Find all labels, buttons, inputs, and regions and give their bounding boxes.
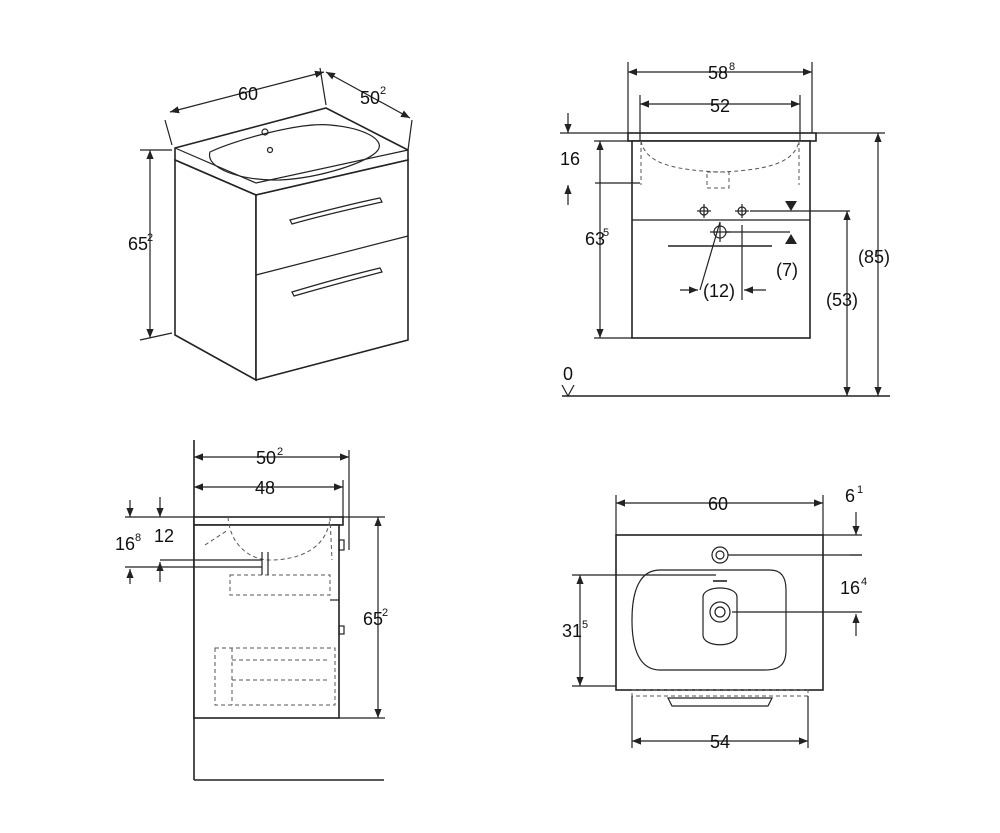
side-cabinet [193, 524, 340, 719]
side-height-label: 65 [363, 609, 383, 629]
iso-drawer-divider [255, 235, 409, 276]
iso-depth-extension [407, 119, 413, 151]
front-total-height-label: (85) [858, 247, 890, 267]
side-outer-depth-label: 50 [256, 448, 276, 468]
front-outer-width-sup: 8 [729, 61, 735, 73]
front-countertop [627, 132, 817, 142]
front-basin-hidden [640, 140, 800, 173]
front-inner-width-label: 52 [710, 96, 730, 116]
iso-width-label: 60 [238, 84, 258, 104]
iso-depth-dim-line [325, 71, 411, 119]
top-handle [667, 697, 773, 707]
top-view: 60 6 1 16 4 31 5 54 [562, 484, 867, 752]
front-trap-width-label: (12) [703, 281, 735, 301]
top-cab-width-label: 54 [710, 732, 730, 752]
front-trap-arrow-down [785, 201, 797, 211]
side-inner-depth-label: 48 [255, 478, 275, 498]
iso-height-sup: 2 [147, 232, 153, 244]
front-cabinet-height-label: 63 [585, 229, 605, 249]
front-floor-symbol [561, 384, 575, 398]
side-top-thickness-label: 12 [154, 526, 174, 546]
side-basin-hidden [227, 516, 331, 561]
top-drain-offset-sup: 4 [861, 576, 867, 588]
iso-width-extension-left [164, 119, 173, 146]
top-drain-inner [714, 606, 726, 618]
front-water-connection-left [697, 204, 711, 218]
top-drain-offset-label: 16 [840, 578, 860, 598]
side-bowl-depth-label: 16 [115, 534, 135, 554]
front-siphon-hidden [706, 171, 730, 189]
top-tap-offset-sup: 1 [857, 484, 863, 496]
side-bowl-depth-sup: 8 [135, 532, 141, 544]
side-handle-top [338, 539, 345, 551]
front-drain-height-label: (53) [826, 290, 858, 310]
front-drain-axis [699, 221, 721, 291]
top-tap-hole-inner [715, 550, 725, 560]
front-trap-height-label: (7) [776, 260, 798, 280]
iso-countertop-edge [174, 147, 409, 184]
front-basin-sides [640, 141, 800, 185]
top-depth-sup: 5 [582, 619, 588, 631]
iso-height-label: 65 [128, 234, 148, 254]
top-cabinet-hidden [631, 689, 809, 697]
iso-depth-sup: 2 [380, 85, 386, 97]
top-width-label: 60 [708, 494, 728, 514]
side-handle-bottom [338, 625, 345, 635]
top-tap-offset-label: 6 [845, 486, 855, 506]
top-basin-bowl [631, 569, 787, 671]
side-countertop [193, 516, 344, 526]
iso-width-dim-line [169, 70, 325, 114]
front-floor-label: 0 [563, 364, 573, 384]
front-cabinet [631, 140, 811, 339]
iso-cabinet-side [174, 158, 257, 382]
front-top-offset-label: 16 [560, 149, 580, 169]
front-trap-arrow-up [785, 234, 797, 244]
iso-drawer-bottom-handle [291, 267, 383, 297]
front-outer-width-label: 58 [708, 63, 728, 83]
side-drawer-hidden-2 [231, 648, 330, 705]
side-height-sup: 2 [382, 607, 388, 619]
iso-width-extension-right [319, 67, 327, 106]
iso-height-ext-bottom [139, 332, 173, 341]
front-view: 0 58 8 [560, 61, 890, 398]
top-drain-outer [709, 601, 731, 623]
iso-tap-hole [261, 128, 269, 136]
front-water-connection-right [735, 204, 749, 218]
side-basin-sides [204, 516, 333, 561]
iso-drawer-top-handle [289, 197, 383, 225]
side-view: 50 2 48 12 16 8 65 2 [115, 440, 388, 781]
iso-depth-label: 50 [360, 88, 380, 108]
side-drawer-hidden [214, 647, 336, 706]
iso-cabinet-front [255, 158, 409, 382]
front-cabinet-height-sup: 5 [603, 227, 609, 239]
top-overflow [702, 587, 738, 646]
top-depth-label: 31 [562, 621, 582, 641]
isometric-view: 60 50 2 65 2 [128, 67, 413, 382]
side-siphon-hidden [229, 574, 331, 596]
iso-drain [266, 146, 274, 154]
iso-basin-bowl [209, 124, 380, 181]
side-outer-depth-sup: 2 [277, 446, 283, 458]
